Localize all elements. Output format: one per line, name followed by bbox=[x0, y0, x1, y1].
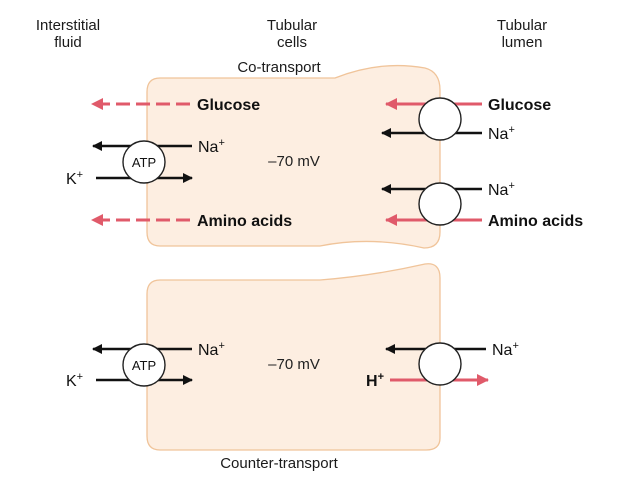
na-lumen-label-lower: Na+ bbox=[492, 340, 519, 359]
header-interstitial-line1: Interstitial bbox=[36, 17, 100, 34]
antiporter bbox=[418, 342, 462, 386]
na-lumen-label-2: Na+ bbox=[488, 180, 515, 199]
k-basal-label-upper: K+ bbox=[66, 169, 83, 188]
amino-right-label: Amino acids bbox=[488, 213, 583, 230]
cotransporter-glucose bbox=[418, 97, 462, 141]
membrane-potential-lower: –70 mV bbox=[268, 356, 320, 373]
header-interstitial-line2: fluid bbox=[54, 34, 82, 51]
h-lumen-label: H+ bbox=[366, 371, 384, 390]
glucose-right-label: Glucose bbox=[488, 97, 551, 114]
countertransport-title: Counter-transport bbox=[220, 455, 338, 472]
atp-pump-lower bbox=[122, 343, 166, 387]
na-basal-label-upper: Na+ bbox=[198, 137, 225, 156]
amino-left-label: Amino acids bbox=[197, 213, 292, 230]
glucose-left-label: Glucose bbox=[197, 97, 260, 114]
header-tubular-lumen-line2: lumen bbox=[502, 34, 543, 51]
header-tubular-cells-line1: Tubular bbox=[267, 17, 317, 34]
atp-pump-upper bbox=[122, 140, 166, 184]
atp-label-upper: ATP bbox=[132, 155, 156, 170]
cell-cotransport bbox=[146, 64, 441, 249]
header-tubular-lumen-line1: Tubular bbox=[497, 17, 547, 34]
na-lumen-label-1: Na+ bbox=[488, 124, 515, 143]
cotransport-title: Co-transport bbox=[237, 59, 321, 76]
cotransporter-amino bbox=[418, 182, 462, 226]
header-tubular-cells-line2: cells bbox=[277, 34, 307, 51]
cell-countertransport bbox=[146, 263, 441, 451]
membrane-potential-upper: –70 mV bbox=[268, 153, 320, 170]
na-basal-label-lower: Na+ bbox=[198, 340, 225, 359]
k-basal-label-lower: K+ bbox=[66, 371, 83, 390]
atp-label-lower: ATP bbox=[132, 358, 156, 373]
